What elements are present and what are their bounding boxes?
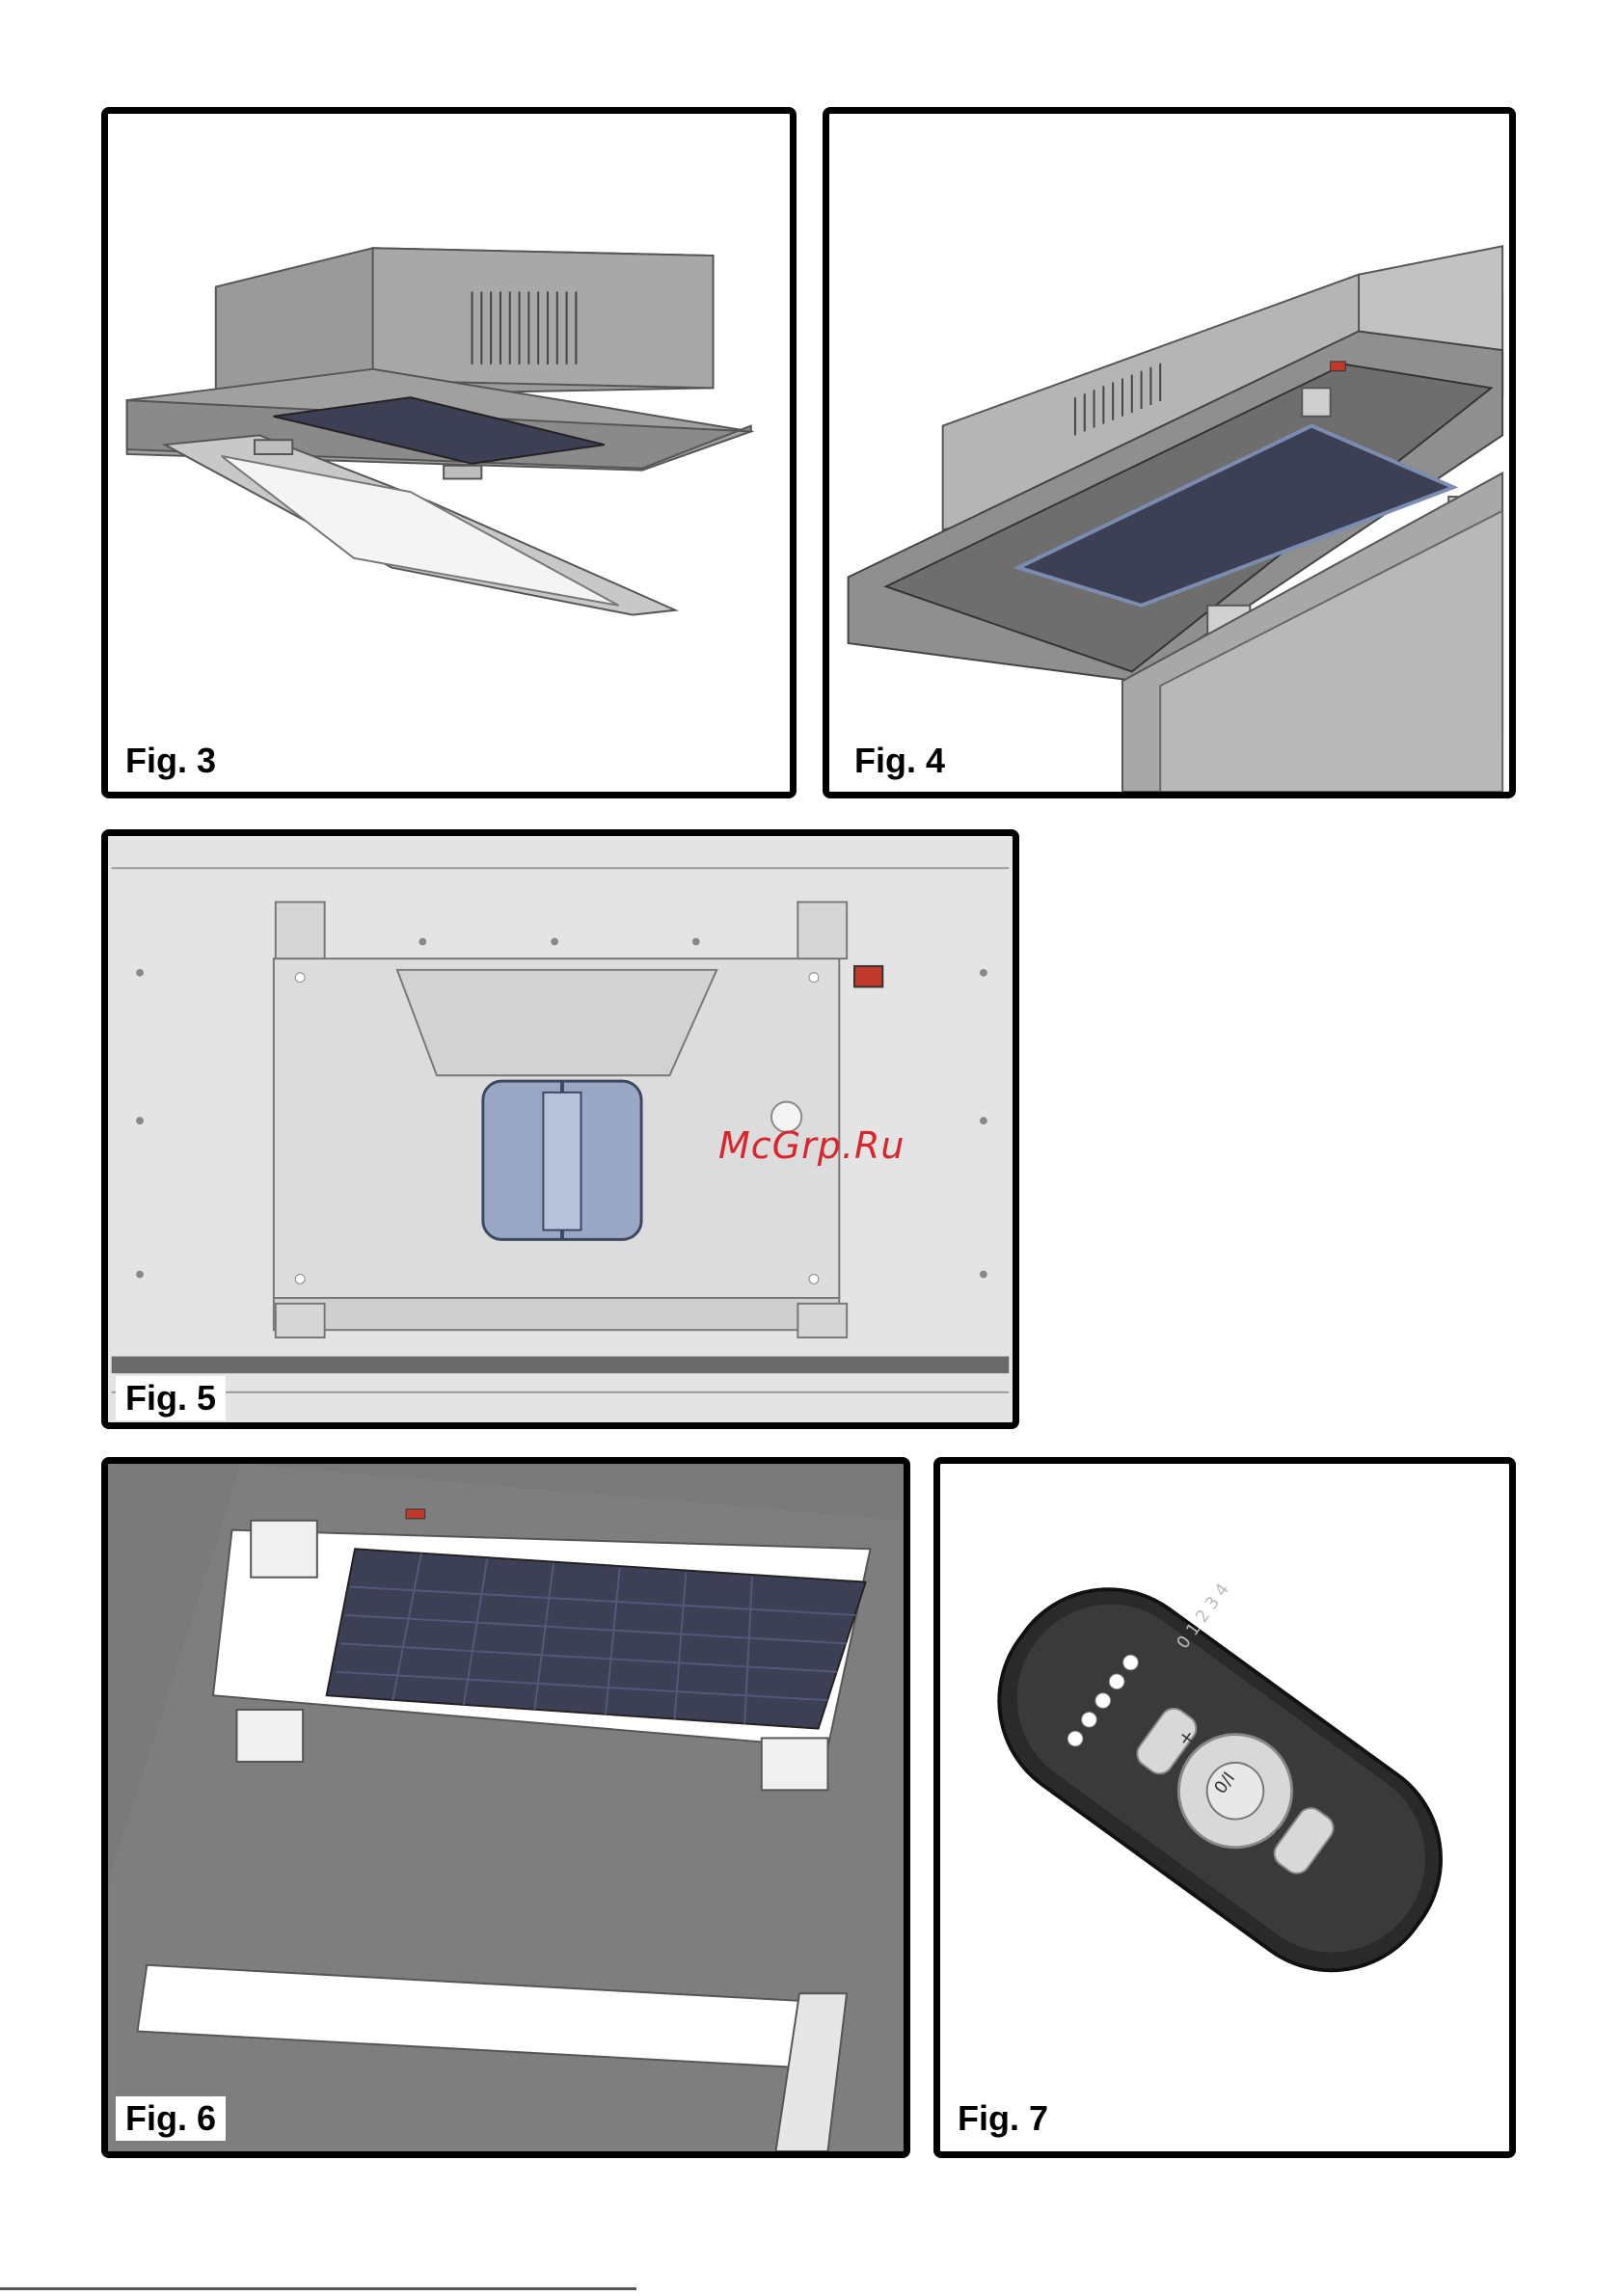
remote-control-illustration: 0 1 2 3 4 + 0/I - <box>940 1464 1509 2151</box>
figure-6-panel: Fig. 6 <box>101 1457 910 2158</box>
figure-7-panel: 0 1 2 3 4 + 0/I - Fig. 7 <box>933 1457 1516 2158</box>
figure-6-caption: Fig. 6 <box>116 2096 226 2141</box>
hood-filter-removal-illustration <box>829 114 1509 792</box>
figure-3-caption: Fig. 3 <box>116 739 226 783</box>
carbon-filter-illustration <box>108 1464 904 2151</box>
figure-5-caption: Fig. 5 <box>116 1376 226 1420</box>
figure-7-caption: Fig. 7 <box>948 2096 1058 2141</box>
figure-3-panel: Fig. 3 <box>101 107 797 798</box>
hood-open-frame-illustration <box>108 114 790 792</box>
page-bottom-rule <box>0 2287 636 2290</box>
figure-4-caption: Fig. 4 <box>845 739 955 783</box>
figure-4-panel: Fig. 4 <box>823 107 1516 798</box>
watermark-text: McGrp.Ru <box>718 1124 905 1167</box>
